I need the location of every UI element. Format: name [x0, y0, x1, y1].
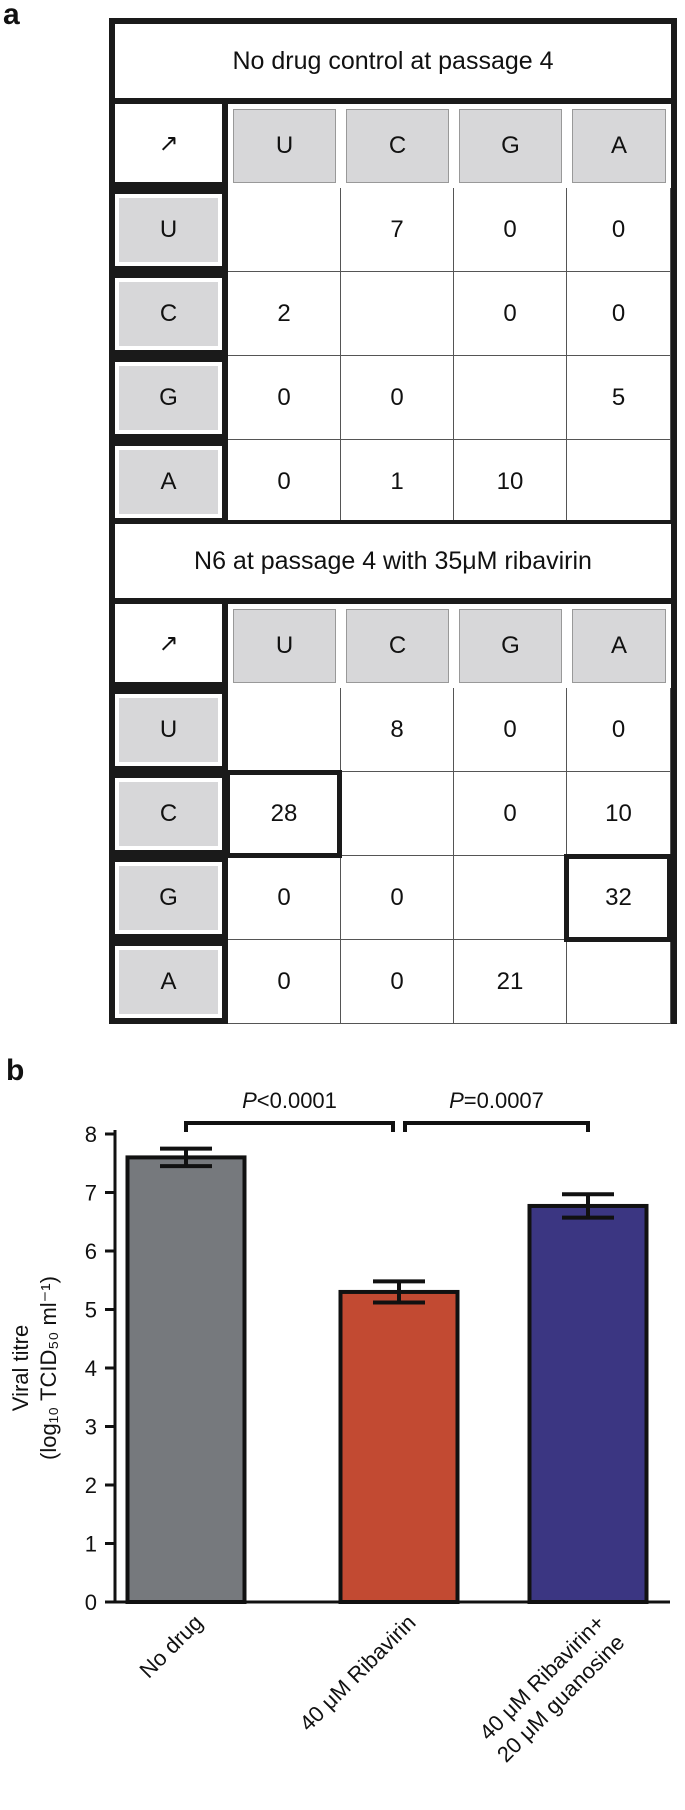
- row-header: A: [115, 940, 228, 1024]
- y-tick-label: 6: [85, 1239, 97, 1264]
- matrix-title: N6 at passage 4 with 35μM ribavirin: [115, 524, 671, 604]
- column-header: G: [454, 604, 567, 688]
- matrix-cell: [454, 856, 567, 940]
- y-tick-label: 8: [85, 1122, 97, 1147]
- matrix-cell: [567, 440, 671, 524]
- row-header: U: [115, 688, 228, 772]
- matrix-cell: [228, 688, 341, 772]
- column-header: U: [228, 104, 341, 188]
- x-tick-label: No drug: [135, 1610, 208, 1683]
- matrix-cell: 0: [341, 356, 454, 440]
- matrix-cell: 1: [341, 440, 454, 524]
- matrix-cell: 0: [454, 272, 567, 356]
- matrix-cell: [454, 356, 567, 440]
- matrix-cell: 0: [454, 772, 567, 856]
- column-header: A: [567, 604, 671, 688]
- matrix-cell: 0: [454, 188, 567, 272]
- matrix-cell: 8: [341, 688, 454, 772]
- column-header: C: [341, 104, 454, 188]
- significance-bracket: [403, 1121, 590, 1132]
- matrix-cell: 7: [341, 188, 454, 272]
- matrix-cell: 0: [228, 356, 341, 440]
- column-header: U: [228, 604, 341, 688]
- column-header: A: [567, 104, 671, 188]
- significance-label: P<0.0001: [242, 1088, 337, 1113]
- y-tick-label: 7: [85, 1181, 97, 1206]
- significance-bracket: [184, 1121, 395, 1132]
- matrix-cell: 2: [228, 272, 341, 356]
- column-header: C: [341, 604, 454, 688]
- matrix-cell: 28: [228, 772, 341, 856]
- matrix-cell: [341, 272, 454, 356]
- x-tick-label: 40 μM Ribavirin: [294, 1610, 420, 1736]
- matrix-cell: 0: [228, 856, 341, 940]
- bar: [527, 1203, 649, 1605]
- matrix-cell: [567, 940, 671, 1024]
- matrix-cell: 0: [454, 688, 567, 772]
- matrix-cell: 0: [341, 940, 454, 1024]
- y-tick-label: 5: [85, 1298, 97, 1323]
- matrix-cell: 10: [454, 440, 567, 524]
- matrix-cell: 0: [567, 688, 671, 772]
- matrix-title: No drug control at passage 4: [115, 24, 671, 104]
- matrix-cell: 0: [228, 940, 341, 1024]
- matrix-cell: 10: [567, 772, 671, 856]
- corner-arrow: ↗: [115, 604, 228, 688]
- matrix-cell: 0: [341, 856, 454, 940]
- x-tick-label: 40 μM Ribavirin+20 μM guanosine: [472, 1610, 629, 1767]
- matrix-cell: 0: [567, 188, 671, 272]
- y-axis-label-line2: (log₁₀ TCID₅₀ ml⁻¹): [36, 1276, 61, 1460]
- column-header: G: [454, 104, 567, 188]
- matrix-cell: 21: [454, 940, 567, 1024]
- y-tick-label: 1: [85, 1532, 97, 1557]
- panel-a-letter: a: [3, 0, 20, 31]
- row-header: C: [115, 772, 228, 856]
- row-header: U: [115, 188, 228, 272]
- y-tick-label: 0: [85, 1590, 97, 1615]
- corner-arrow: ↗: [115, 104, 228, 188]
- matrix-cell: [228, 188, 341, 272]
- matrix-cell: [341, 772, 454, 856]
- significance-label: P=0.0007: [449, 1088, 544, 1113]
- matrix-cell: 32: [567, 856, 671, 940]
- matrix-cell: 5: [567, 356, 671, 440]
- row-header: C: [115, 272, 228, 356]
- y-tick-label: 2: [85, 1473, 97, 1498]
- matrix-cell: 0: [567, 272, 671, 356]
- matrix-cell: 0: [228, 440, 341, 524]
- bar: [125, 1155, 247, 1605]
- y-tick-label: 4: [85, 1356, 97, 1381]
- row-header: G: [115, 856, 228, 940]
- row-header: G: [115, 356, 228, 440]
- panel-b-letter: b: [6, 1054, 25, 1087]
- bar: [338, 1289, 460, 1604]
- y-tick-label: 3: [85, 1415, 97, 1440]
- y-axis-label-line1: Viral titre: [8, 1325, 33, 1411]
- row-header: A: [115, 440, 228, 524]
